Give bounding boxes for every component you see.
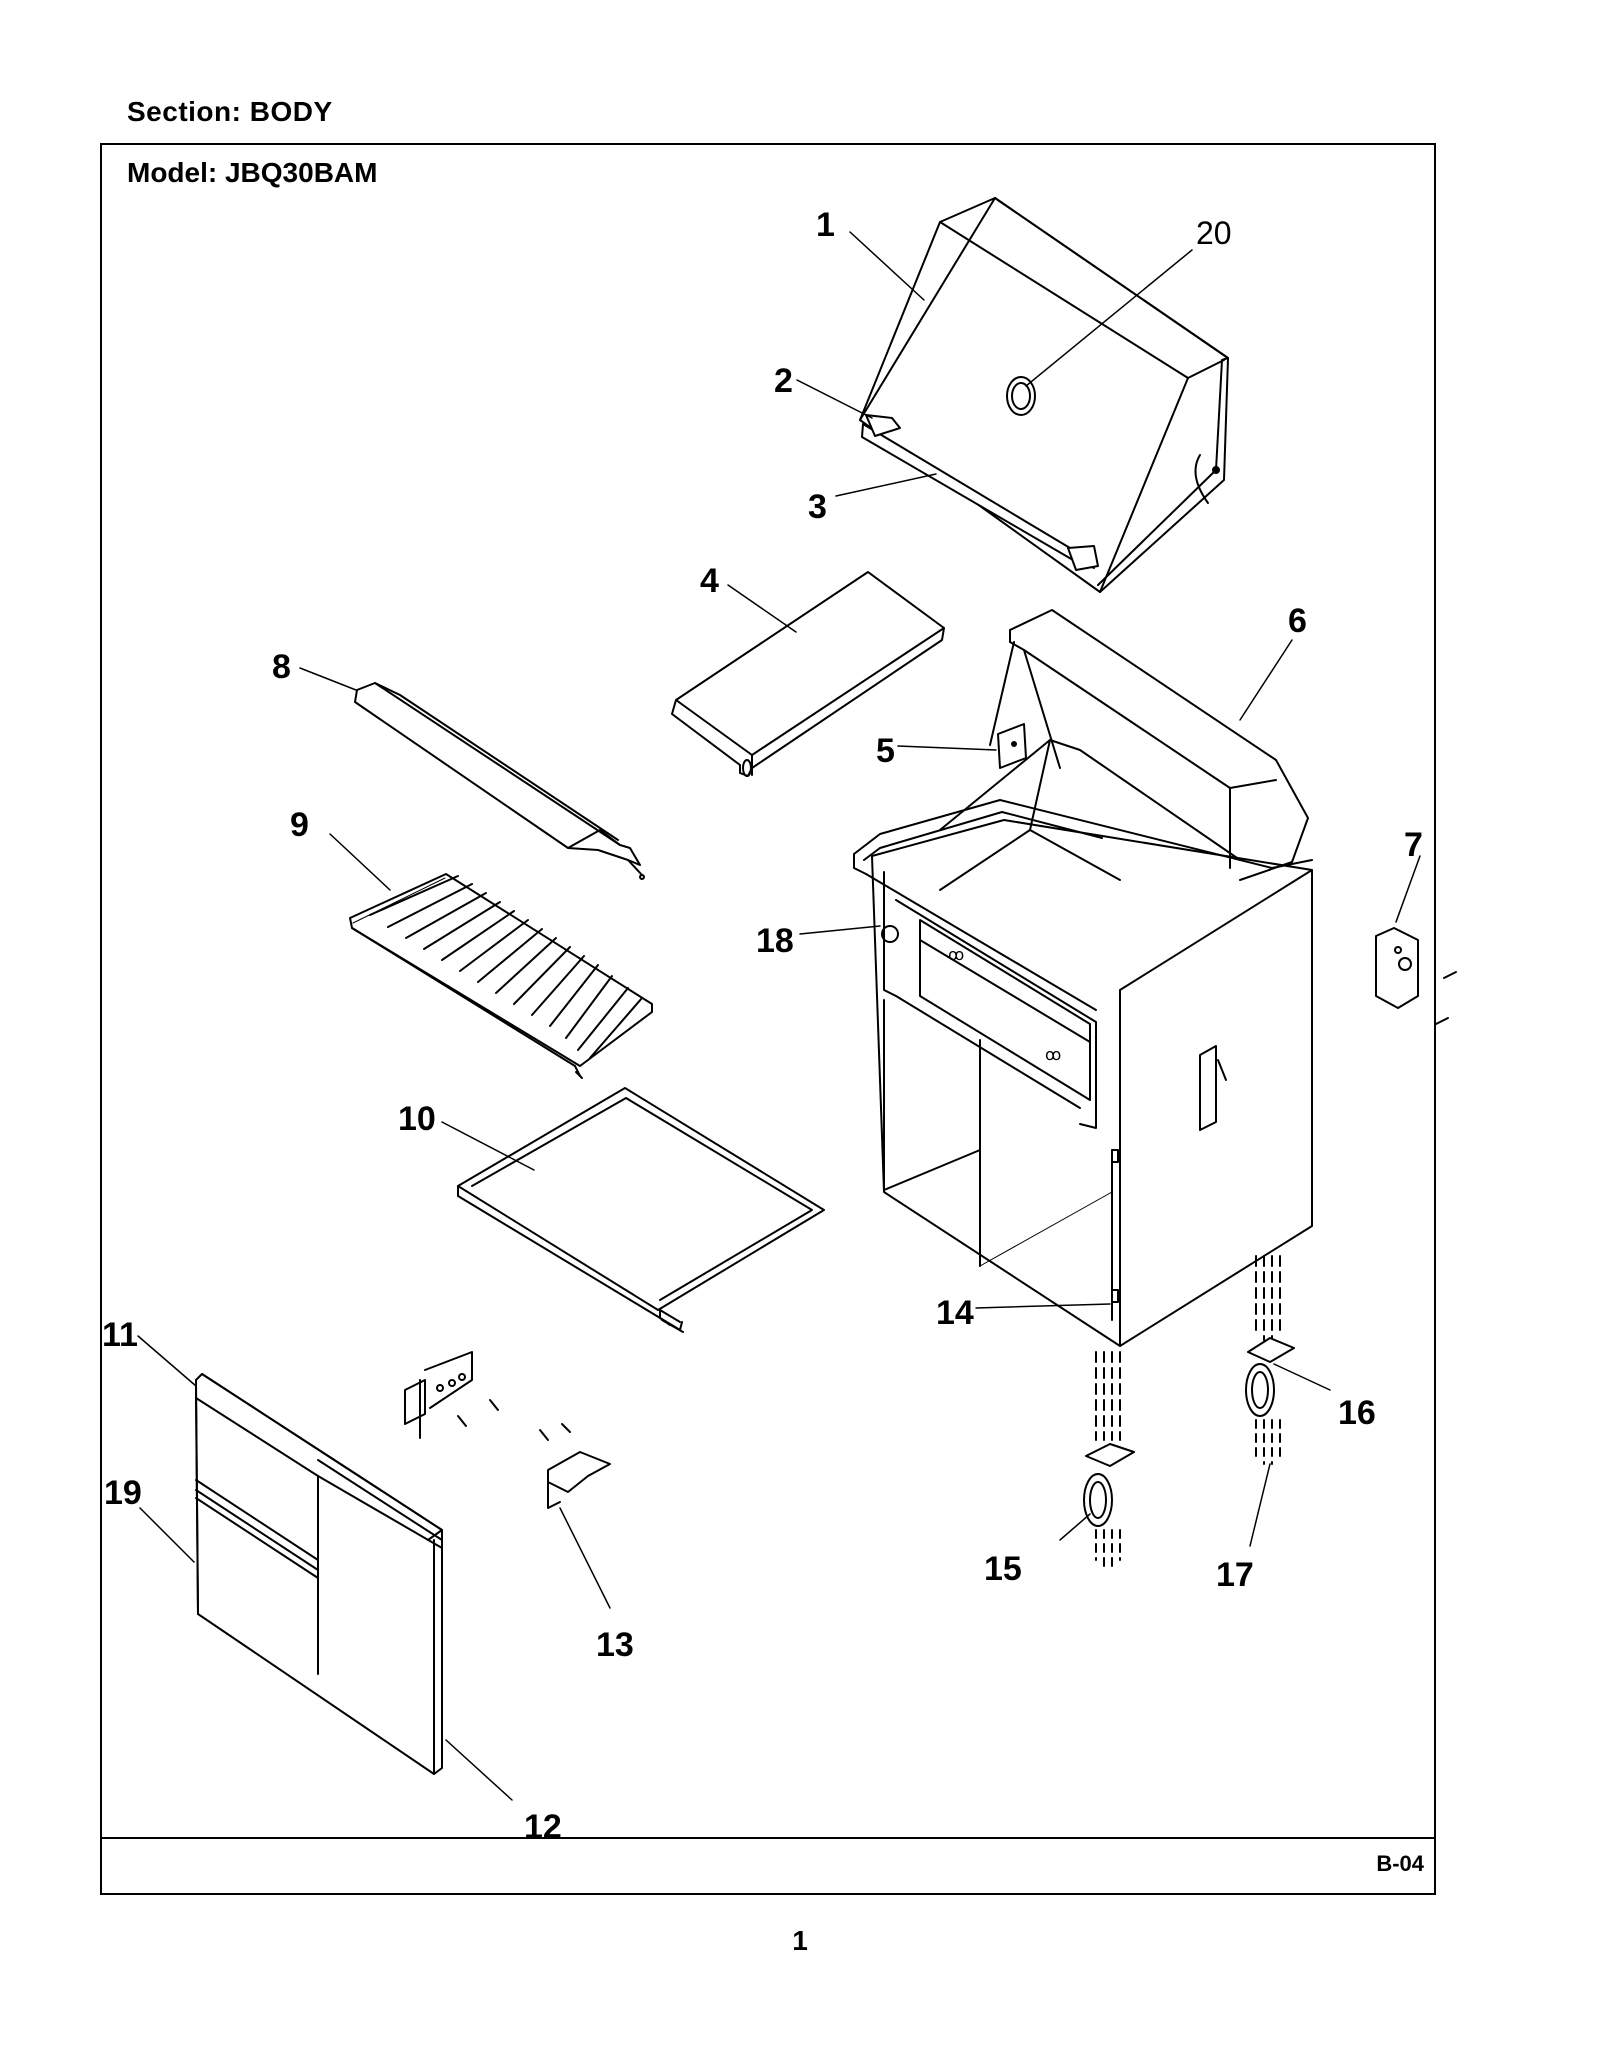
part-bracket bbox=[997, 723, 1027, 769]
part-drip-tray bbox=[457, 1087, 825, 1333]
part-casters bbox=[1083, 1255, 1295, 1567]
page-code: B-04 bbox=[1376, 1851, 1424, 1876]
model-title: Model: JBQ30BAM bbox=[127, 157, 378, 188]
callout-6: 6 bbox=[1288, 602, 1307, 640]
diagram-frame: Model: JBQ30BAM B-04 bbox=[100, 143, 1436, 1895]
part-hood-handle bbox=[861, 414, 1099, 571]
callout-12: 12 bbox=[524, 1808, 562, 1846]
leader-lines bbox=[137, 231, 1421, 1801]
callout-20: 20 bbox=[1196, 215, 1232, 251]
section-title: Section: BODY bbox=[127, 96, 333, 127]
callout-15: 15 bbox=[984, 1550, 1022, 1588]
page-number: 1 bbox=[792, 1925, 808, 1956]
callout-18: 18 bbox=[756, 922, 794, 960]
callout-8: 8 bbox=[272, 648, 291, 686]
part-side-bracket bbox=[1375, 927, 1457, 1025]
callout-5: 5 bbox=[876, 732, 895, 770]
callout-19: 19 bbox=[104, 1474, 142, 1512]
callout-9: 9 bbox=[290, 806, 309, 844]
part-latches bbox=[404, 1351, 611, 1509]
callout-13: 13 bbox=[596, 1626, 634, 1664]
svg-text:ꝏ: ꝏ bbox=[1045, 1047, 1061, 1064]
callout-2: 2 bbox=[774, 362, 793, 400]
callout-10: 10 bbox=[398, 1100, 436, 1138]
frame-footer: B-04 bbox=[102, 1837, 1434, 1893]
part-doors bbox=[195, 1373, 443, 1775]
callout-3: 3 bbox=[808, 488, 827, 526]
callout-7: 7 bbox=[1404, 826, 1423, 864]
svg-text:ꝏ: ꝏ bbox=[948, 947, 964, 964]
callout-17: 17 bbox=[1216, 1556, 1254, 1594]
callout-16: 16 bbox=[1338, 1394, 1376, 1432]
callout-1: 1 bbox=[816, 206, 835, 244]
callout-11: 11 bbox=[102, 1316, 138, 1354]
part-heat-deflector bbox=[354, 682, 645, 880]
callout-14: 14 bbox=[936, 1294, 974, 1332]
callout-numbers: 1 2 3 4 5 6 7 8 9 10 11 12 13 14 15 16 1… bbox=[102, 206, 1423, 1846]
part-top-cover bbox=[671, 571, 945, 777]
part-cart-body: ꝏ ꝏ bbox=[853, 609, 1313, 1347]
part-cooking-grid bbox=[349, 873, 653, 1079]
part-thermometer bbox=[1006, 376, 1036, 416]
callout-4: 4 bbox=[700, 562, 719, 600]
